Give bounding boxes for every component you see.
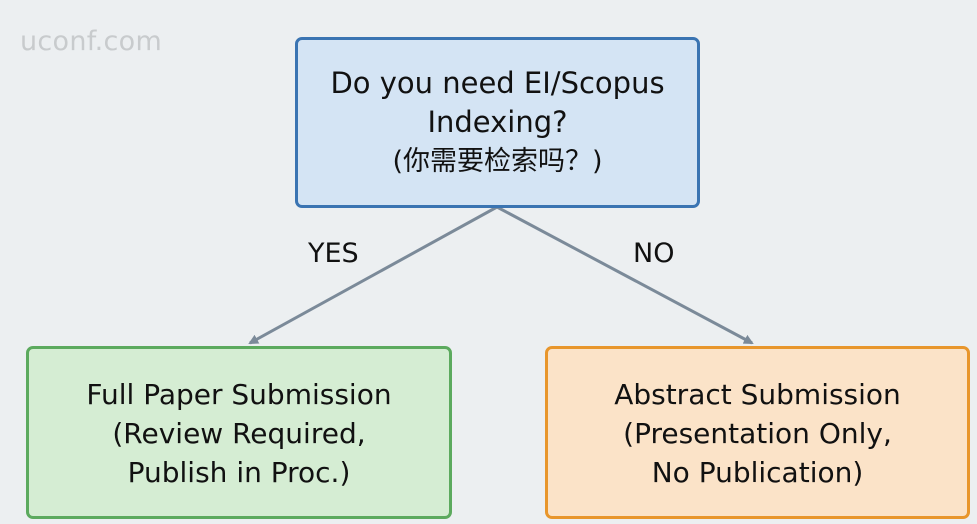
yes-outcome-line-3: Publish in Proc.) <box>127 456 351 489</box>
question-line-2: Indexing? <box>427 105 568 139</box>
yes-edge-arrow <box>248 205 498 345</box>
yes-label: YES <box>308 238 359 269</box>
yes-outcome-line-2: (Review Required, <box>112 417 366 450</box>
no-edge-arrow <box>496 205 754 345</box>
full-paper-submission-node: Full Paper Submission (Review Required, … <box>26 346 452 519</box>
no-outcome-line-2: (Presentation Only, <box>623 417 892 450</box>
question-node: Do you need EI/Scopus Indexing? (你需要检索吗？… <box>295 37 700 208</box>
no-outcome-line-1: Abstract Submission <box>614 378 901 411</box>
question-line-1: Do you need EI/Scopus <box>330 66 665 100</box>
abstract-submission-node: Abstract Submission (Presentation Only, … <box>545 346 970 519</box>
question-line-3: (你需要检索吗？) <box>392 146 603 177</box>
yes-outcome-line-1: Full Paper Submission <box>86 378 392 411</box>
watermark: uconf.com <box>20 26 163 57</box>
no-label: NO <box>633 238 675 269</box>
no-outcome-line-3: No Publication) <box>651 456 864 489</box>
